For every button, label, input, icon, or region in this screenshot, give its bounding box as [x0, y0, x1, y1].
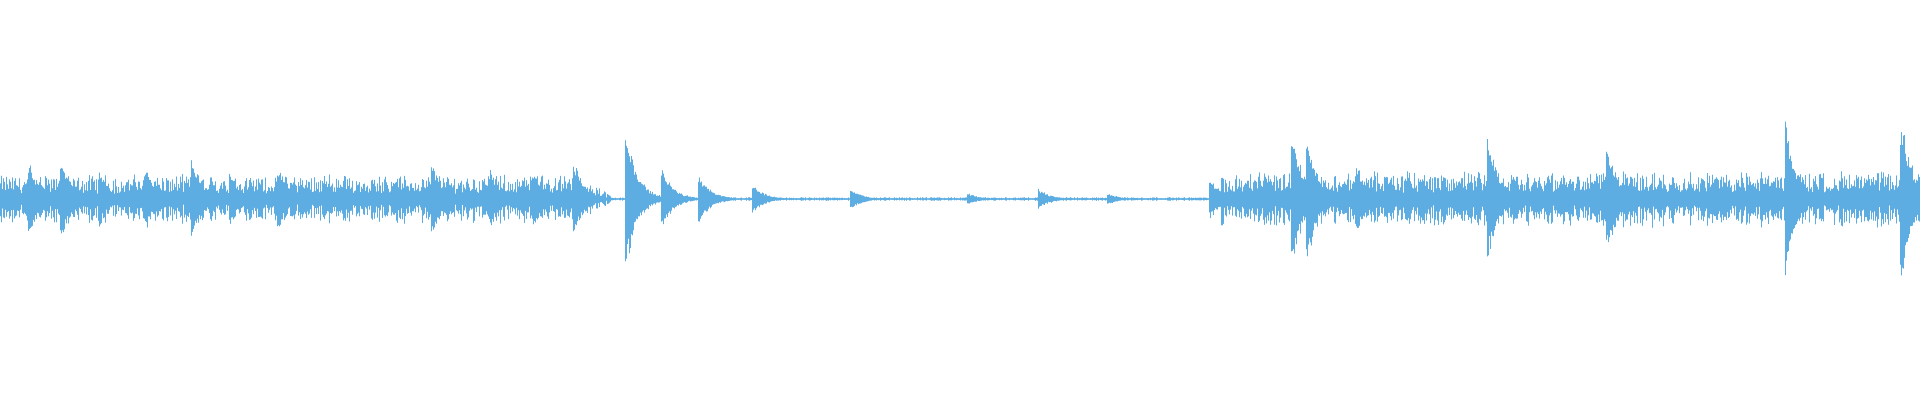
waveform-bars	[0, 121, 1920, 276]
